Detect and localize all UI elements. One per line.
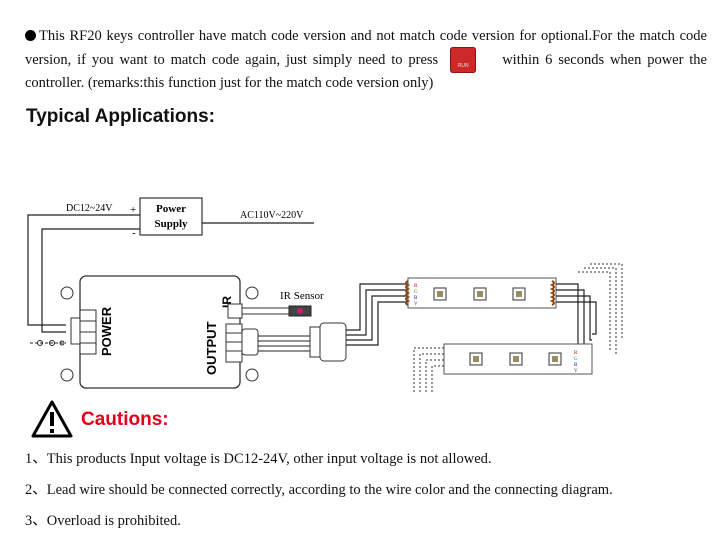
wiring-diagram: DC12~24V + - Power Supply AC110V~220V PO…: [27, 197, 623, 392]
output-port-label: OUTPUT: [204, 322, 219, 376]
intro-text-part2: within 6 seconds when power the controll…: [25, 51, 707, 91]
caution-item: 1、This products Input voltage is DC12-24…: [25, 451, 492, 467]
extension-wires-right: [578, 263, 623, 354]
dc-jack-icon: [30, 340, 66, 346]
run-button-label: RUN: [457, 62, 469, 69]
strip-link-wires: [556, 283, 597, 353]
svg-text:R: R: [574, 351, 578, 356]
upper-led-strip: R G B V: [405, 277, 557, 309]
strip-letter-g: G: [414, 290, 418, 295]
caution-item: 2、Lead wire should be connected correctl…: [25, 482, 613, 498]
strip-letter-r: R: [414, 284, 418, 289]
run-button-icon: RUN: [450, 46, 477, 73]
extension-wires-left: [413, 347, 444, 392]
plus-label: +: [130, 204, 136, 216]
upper-strip-wires: [346, 283, 408, 346]
caution-item: 3、Overload is prohibited.: [25, 513, 181, 529]
warning-icon: [31, 400, 73, 438]
intro-paragraph: This RF20 keys controller have match cod…: [25, 26, 707, 93]
power-supply-box: [139, 197, 203, 236]
ir-sensor-icon: [288, 305, 312, 317]
bullet-icon: [25, 30, 36, 41]
cautions-heading: Cautions:: [81, 409, 169, 430]
power-supply-label-2: Supply: [154, 218, 188, 230]
caution-list: 1、This products Input voltage is DC12-24…: [25, 449, 613, 542]
power-port-label: POWER: [99, 306, 114, 356]
output-connector: [241, 322, 347, 362]
typical-applications-heading: Typical Applications:: [26, 106, 215, 127]
minus-label: -: [132, 227, 136, 239]
ir-sensor-label: IR Sensor: [280, 290, 324, 302]
strip-letter-b: B: [414, 296, 418, 301]
intro-text-part1: This RF20 keys controller have match cod…: [25, 28, 707, 68]
svg-text:G: G: [574, 357, 578, 362]
strip-letter-v: V: [414, 302, 418, 307]
ac-voltage-label: AC110V~220V: [240, 210, 304, 221]
controller-unit: POWER OUTPUT IR: [60, 275, 290, 389]
lower-led-strip: R G B V: [443, 343, 593, 375]
dc-voltage-label: DC12~24V: [66, 203, 113, 214]
svg-text:V: V: [574, 369, 578, 374]
power-supply-label-1: Power: [156, 203, 186, 215]
svg-text:B: B: [574, 363, 578, 368]
